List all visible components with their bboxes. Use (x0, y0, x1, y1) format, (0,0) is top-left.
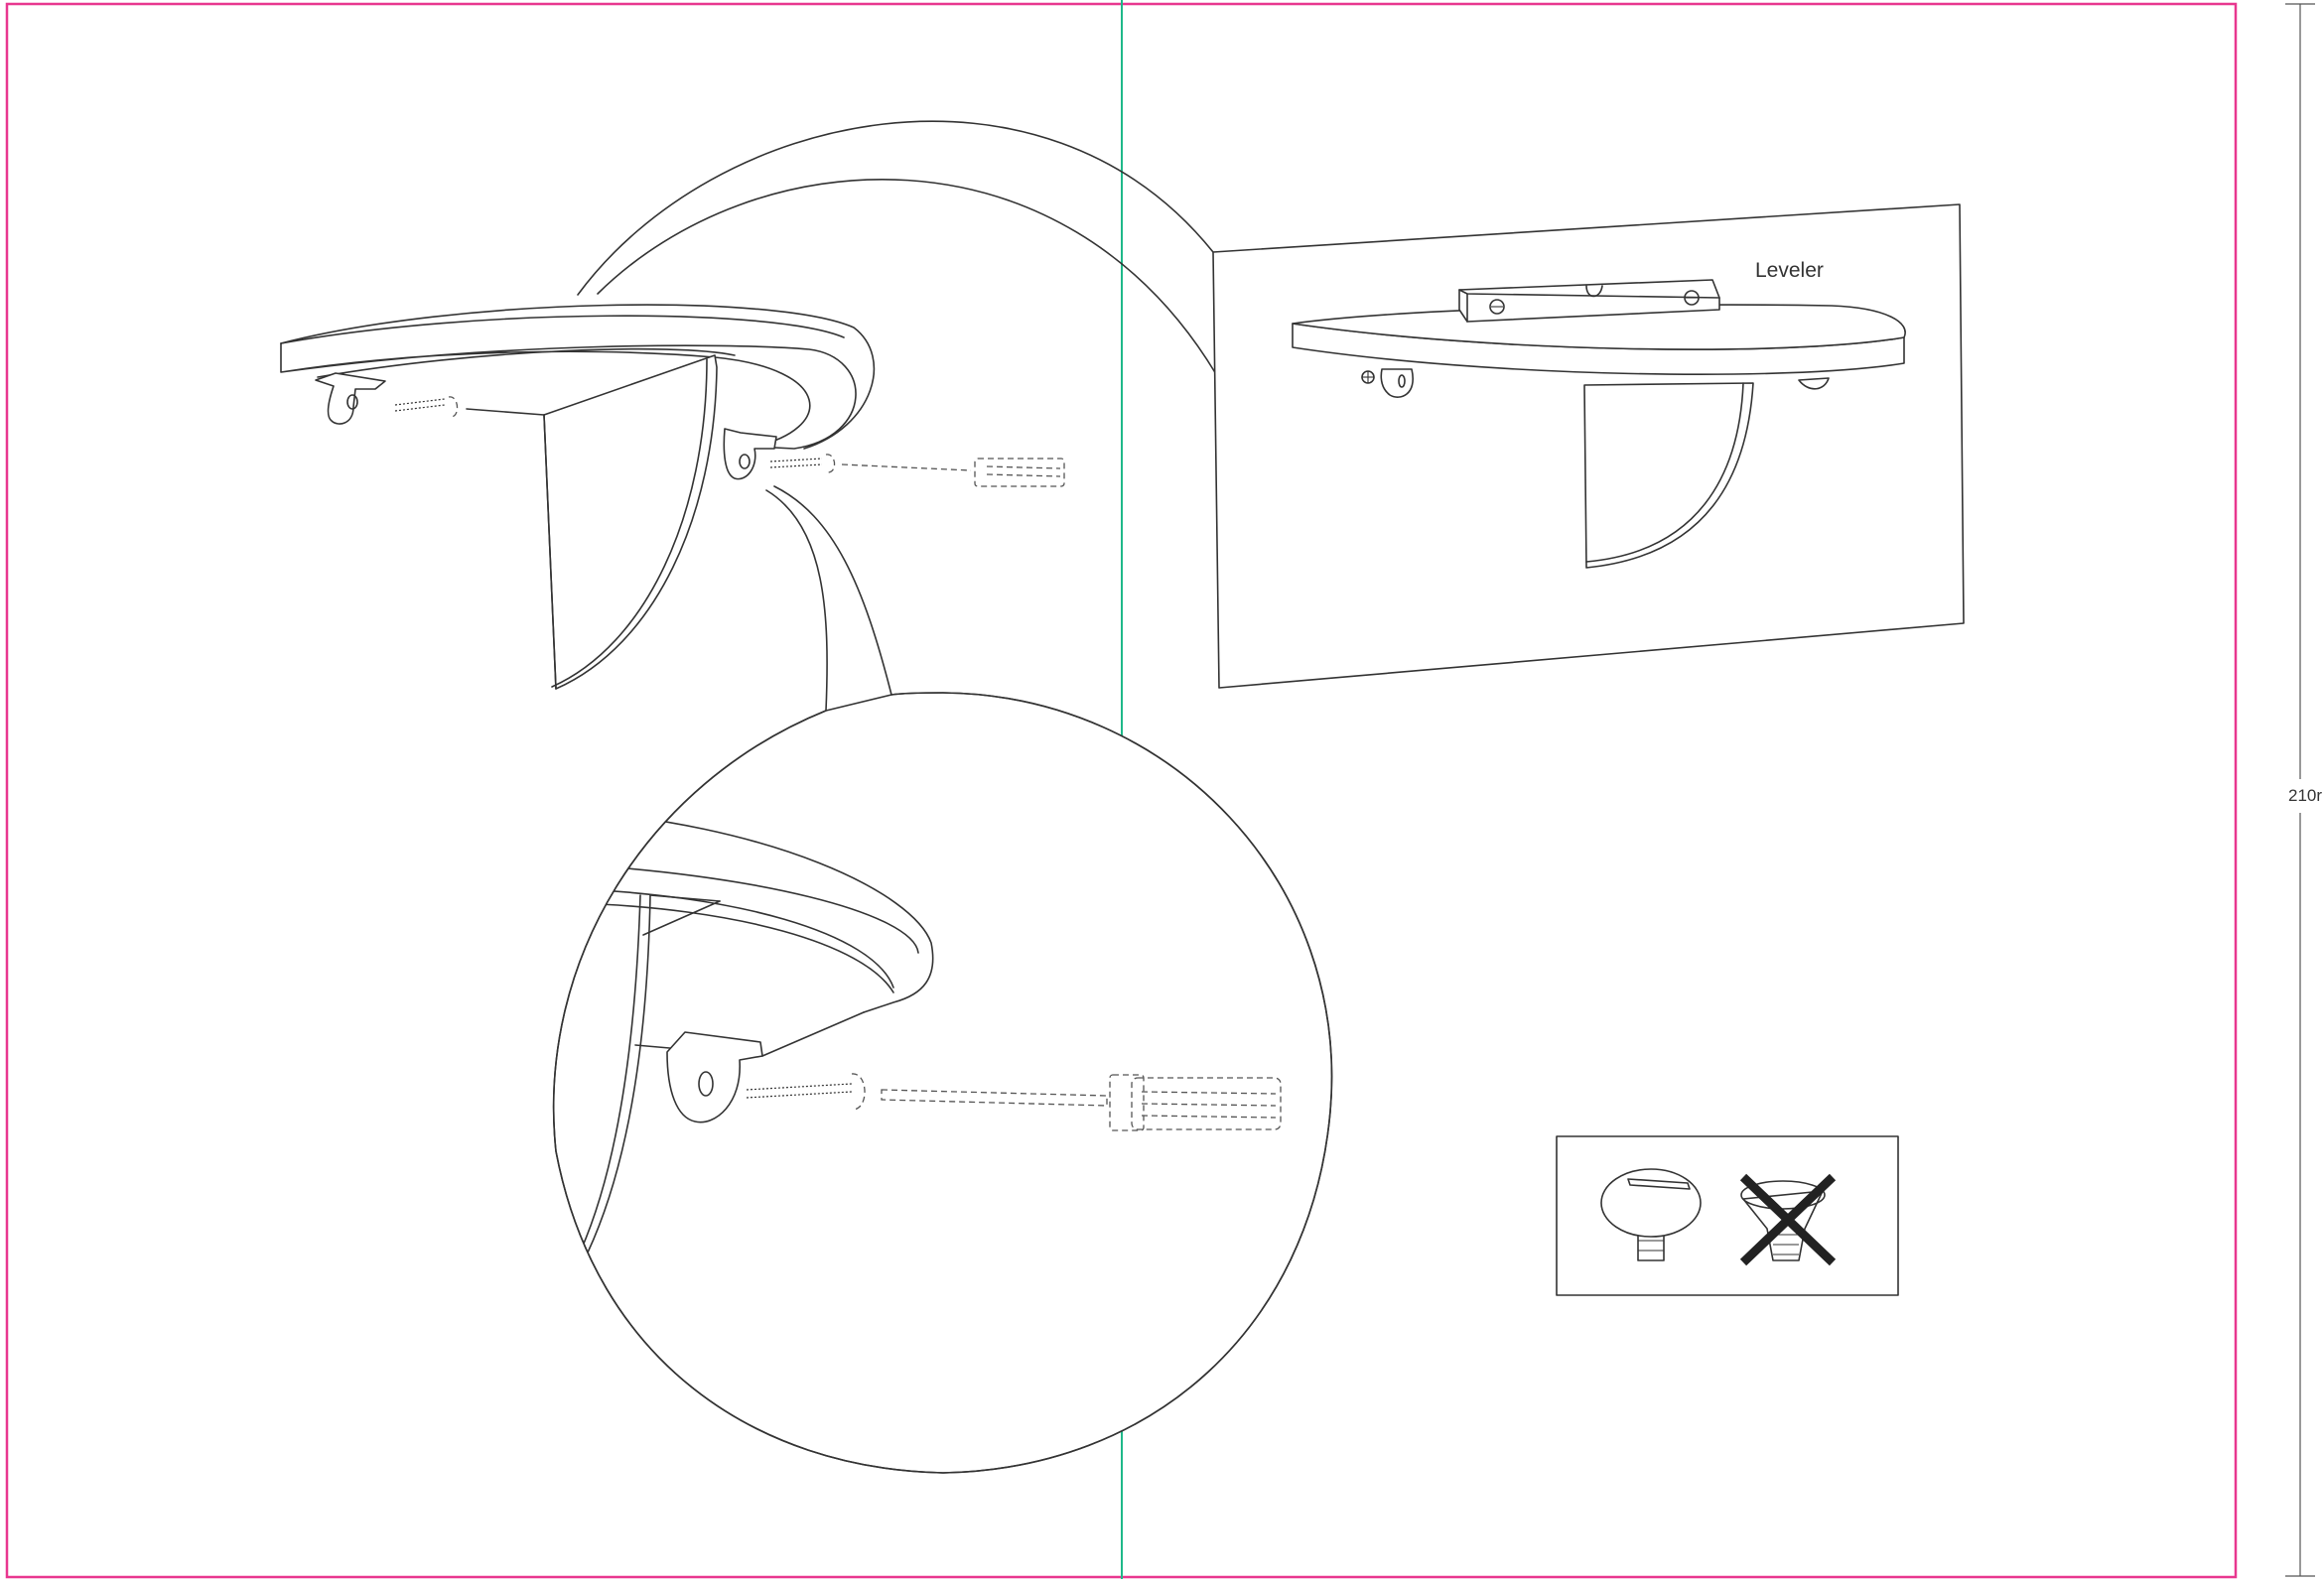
magnifier-callout (765, 485, 892, 712)
countersunk-screw-crossed-icon (1739, 1173, 1837, 1266)
mounted-shelf-view: Leveler (1212, 203, 1965, 689)
dimension-marker: 210r (2285, 3, 2324, 1577)
x-mark-icon (1739, 1173, 1837, 1266)
round-slotted-screw-icon (1600, 1168, 1702, 1261)
transition-swoosh (577, 120, 1217, 375)
leveler-label: Leveler (1755, 259, 1824, 282)
dimension-label: 210r (2288, 786, 2322, 805)
magnified-detail (552, 692, 1333, 1474)
leveler-tool (1458, 279, 1720, 323)
shelf-underside-view (280, 304, 1065, 690)
screw-type-legend (1556, 1135, 1899, 1296)
